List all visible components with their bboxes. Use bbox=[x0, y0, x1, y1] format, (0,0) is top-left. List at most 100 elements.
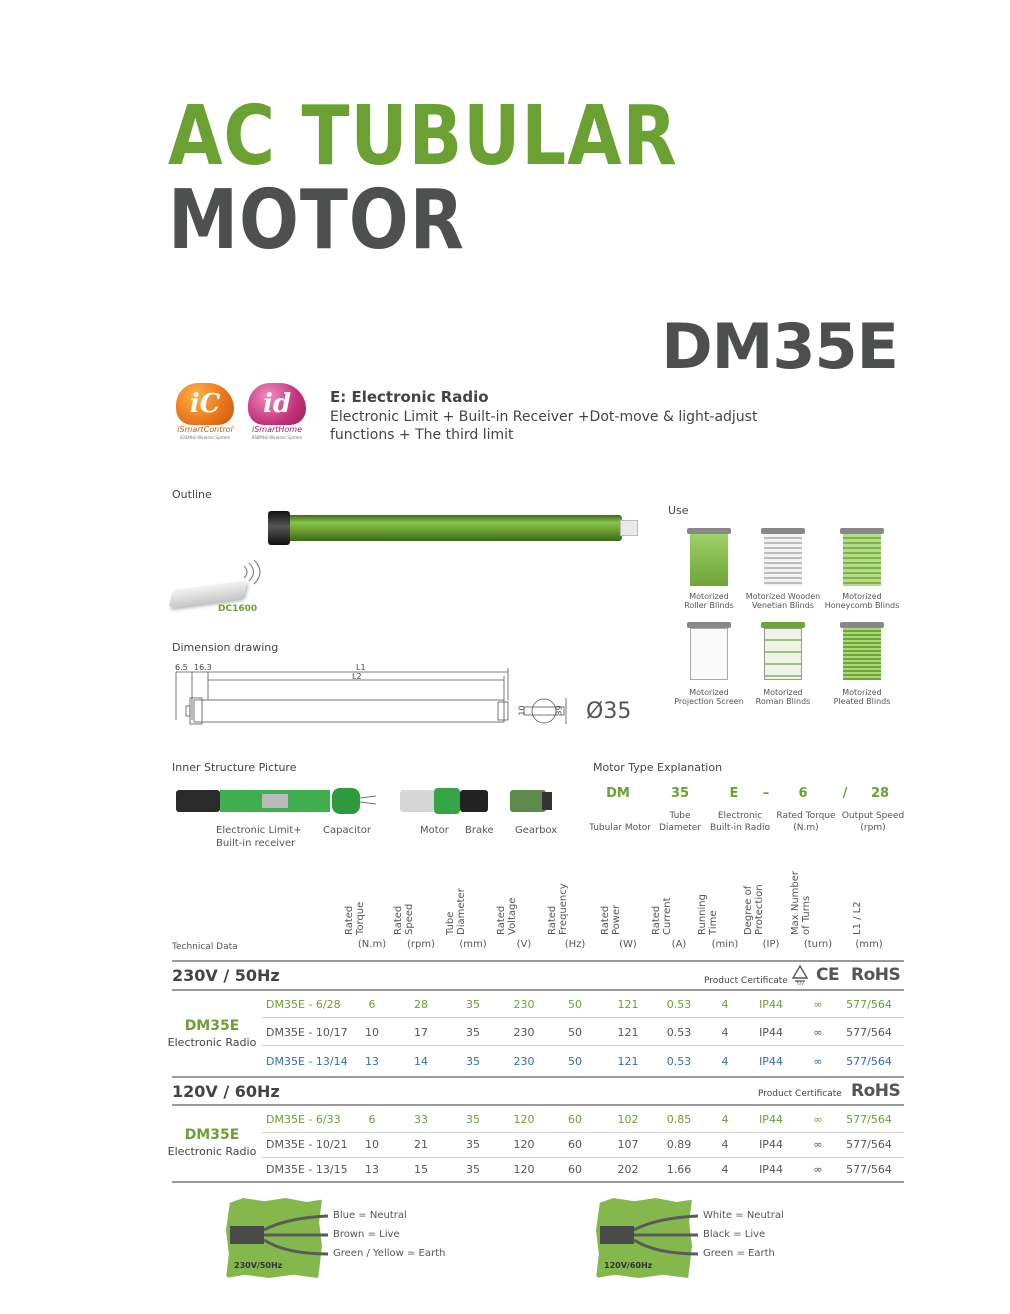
dim-b: 16.3 bbox=[194, 663, 212, 672]
wiring-cable-120 bbox=[600, 1214, 699, 1256]
wiring-tag-230: 230V/50Hz bbox=[234, 1261, 283, 1270]
desc-tubular-motor: Tubular Motor bbox=[589, 823, 651, 833]
group-model-120: DM35E bbox=[184, 1127, 240, 1143]
column-header: Rated Current bbox=[651, 897, 674, 935]
column-header-name: Rated Power bbox=[600, 904, 622, 935]
title-line-1: AC TUBULAR bbox=[168, 89, 678, 184]
model-cell: DM35E - 6/28 bbox=[266, 998, 341, 1011]
group-sub-230: Electronic Radio bbox=[167, 1036, 257, 1049]
table-cell: ∞ bbox=[813, 1163, 823, 1176]
code-slash: / bbox=[842, 786, 848, 801]
label-electronic-limit: Electronic Limit+Built-in receiver bbox=[216, 825, 302, 849]
row-divider bbox=[262, 1132, 904, 1133]
column-header: Degree of Protection bbox=[743, 884, 766, 935]
wire-120-earth: Green = Earth bbox=[703, 1248, 775, 1259]
label-gearbox: Gearbox bbox=[515, 825, 558, 836]
table-cell: 107 bbox=[617, 1138, 639, 1151]
row-divider bbox=[262, 1017, 904, 1018]
inner-structure-label: Inner Structure Picture bbox=[172, 761, 297, 774]
group-divider-230 bbox=[172, 989, 904, 991]
table-cell: 121 bbox=[617, 1055, 639, 1068]
table-cell: 15 bbox=[414, 1163, 428, 1176]
table-cell: ∞ bbox=[813, 998, 823, 1011]
table-cell: 50 bbox=[568, 998, 582, 1011]
column-header-name: L1 / L2 bbox=[852, 901, 863, 935]
table-cell: 0.85 bbox=[666, 1113, 692, 1126]
table-cell: 577/564 bbox=[846, 1113, 892, 1126]
row-divider bbox=[262, 1045, 904, 1046]
inner-structure-picture bbox=[176, 788, 552, 814]
ismarthome-logo: id iSmartHome 868MHz Wireless System bbox=[244, 383, 310, 441]
motor-end-image bbox=[620, 520, 638, 536]
diameter-label: Ø35 bbox=[586, 699, 632, 724]
table-cell: 102 bbox=[617, 1113, 639, 1126]
code-6: 6 bbox=[798, 786, 808, 801]
row-divider bbox=[262, 1157, 904, 1158]
dim-l1: L1 bbox=[356, 663, 366, 672]
desc-rated-torque: Rated Torque(N.m) bbox=[776, 811, 836, 833]
table-cell: 4 bbox=[721, 1113, 729, 1126]
table-cell: 17 bbox=[414, 1026, 428, 1039]
desc-output-speed: Output Speed(rpm) bbox=[841, 811, 905, 833]
table-cell: 577/564 bbox=[846, 1026, 892, 1039]
motor-type-label: Motor Type Explanation bbox=[593, 761, 723, 774]
tuv-icon: TÜV bbox=[791, 964, 809, 986]
technical-data-label: Technical Data bbox=[172, 942, 238, 952]
signal-waves-icon bbox=[243, 560, 261, 585]
table-cell: 0.53 bbox=[666, 1055, 692, 1068]
outline-label: Outline bbox=[172, 488, 212, 501]
table-cell: 4 bbox=[721, 1026, 729, 1039]
model-cell: DM35E - 13/15 bbox=[266, 1163, 348, 1176]
table-bottom-line bbox=[172, 1181, 904, 1183]
column-header-name: Rated Torque bbox=[344, 901, 366, 935]
table-cell: 35 bbox=[466, 1138, 480, 1151]
column-header: L1 / L2 bbox=[852, 901, 864, 935]
table-cell: 120 bbox=[513, 1138, 535, 1151]
table-cell: 4 bbox=[721, 1163, 729, 1176]
table-cell: 60 bbox=[568, 1113, 582, 1126]
column-unit: (mm) bbox=[459, 939, 487, 950]
column-unit: (Hz) bbox=[564, 939, 586, 950]
model-cell: DM35E - 13/14 bbox=[266, 1055, 348, 1068]
model-heading: DM35E bbox=[661, 310, 899, 383]
table-cell: ∞ bbox=[813, 1026, 823, 1039]
wire-120-neutral: White = Neutral bbox=[703, 1210, 784, 1221]
rohs-mark-120: RoHS bbox=[851, 1081, 901, 1101]
column-header-name: Rated Speed bbox=[393, 903, 415, 935]
label-capacitor: Capacitor bbox=[323, 825, 372, 836]
table-cell: 121 bbox=[617, 998, 639, 1011]
column-header: Tube Diameter bbox=[445, 888, 468, 935]
column-header: Rated Torque bbox=[344, 902, 367, 935]
table-cell: IP44 bbox=[759, 1113, 783, 1126]
voltage-230: 230V / 50Hz bbox=[172, 966, 280, 985]
motor-tube-image bbox=[272, 515, 622, 541]
venetian-blind-icon bbox=[761, 528, 805, 588]
column-header: Rated Frequency bbox=[547, 883, 570, 935]
feature-description: Electronic Limit + Built-in Receiver +Do… bbox=[330, 409, 758, 443]
voltage-120: 120V / 60Hz bbox=[172, 1082, 280, 1101]
dim-h1: 10 bbox=[517, 705, 527, 716]
column-unit: (min) bbox=[711, 939, 739, 950]
honeycomb-blind-icon bbox=[840, 528, 884, 588]
table-cell: 230 bbox=[513, 1055, 535, 1068]
column-header-name: Max Number of Turns bbox=[790, 870, 812, 935]
column-header-name: Rated Frequency bbox=[547, 883, 569, 935]
model-cell: DM35E - 6/33 bbox=[266, 1113, 341, 1126]
table-cell: 60 bbox=[568, 1163, 582, 1176]
code-dm: DM bbox=[606, 786, 630, 801]
table-cell: IP44 bbox=[759, 1055, 783, 1068]
table-cell: 0.53 bbox=[666, 1026, 692, 1039]
motor-head-image bbox=[268, 511, 290, 545]
roller-blind-icon bbox=[687, 528, 731, 588]
table-cell: IP44 bbox=[759, 1163, 783, 1176]
table-cell: 577/564 bbox=[846, 998, 892, 1011]
table-cell: 60 bbox=[568, 1138, 582, 1151]
column-unit: (W) bbox=[619, 939, 637, 950]
table-cell: 6 bbox=[368, 1113, 376, 1126]
column-header-name: Rated Current bbox=[651, 897, 673, 935]
table-cell: 14 bbox=[414, 1055, 428, 1068]
table-cell: IP44 bbox=[759, 1026, 783, 1039]
